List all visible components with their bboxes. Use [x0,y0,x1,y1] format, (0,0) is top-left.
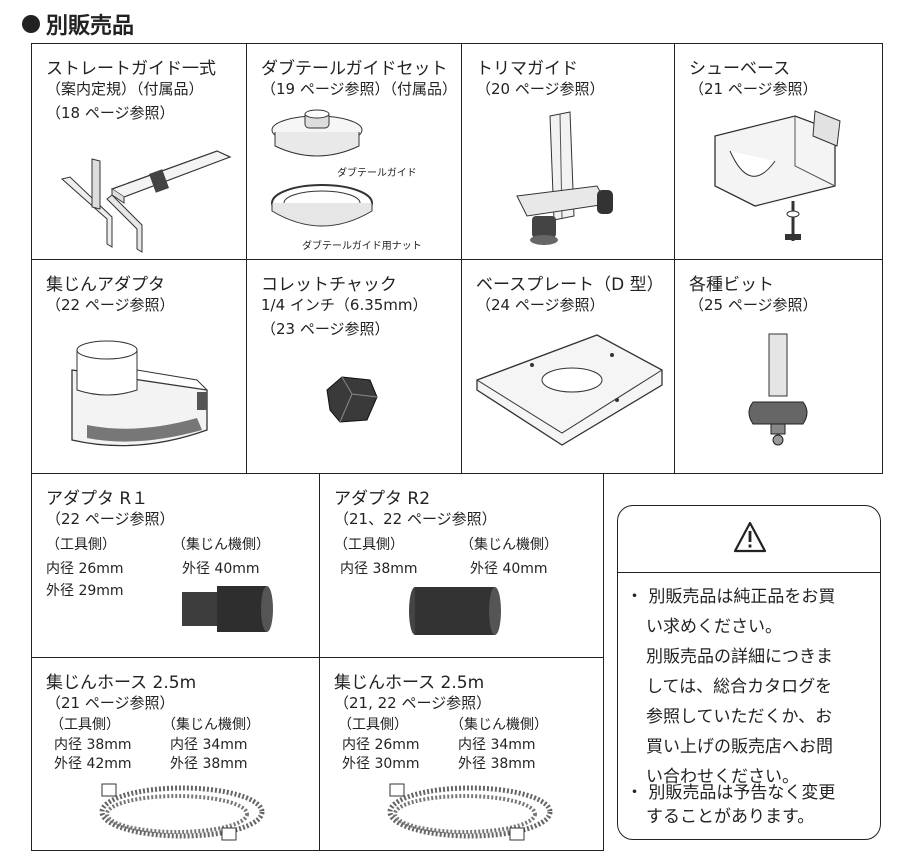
item-adapter-r1: アダプタ R１ （22 ページ参照） （工具側） （集じん機側） 内径 26mm… [31,473,320,658]
item-size: 1/4 インチ（6.35mm） [261,296,428,314]
item-subtitle: （22 ページ参照） [46,296,175,314]
item-bits: 各種ビット （25 ページ参照） [674,259,883,474]
dovetail-nut-illustration [271,184,373,227]
dust-side-heading: （集じん機側） [172,537,270,553]
tool-outer-diameter: 外径 29mm [46,583,124,599]
tool-outer-diameter: 外径 42mm [54,756,132,772]
router-bit-illustration [748,333,808,446]
item-subtitle: （24 ページ参照） [476,296,605,314]
base-plate-illustration [476,334,663,446]
dust-side-heading: （集じん機側） [162,717,260,733]
caution-header [618,506,880,573]
tool-inner-diameter: 内径 26mm [342,737,420,753]
item-page-ref: （21, 22 ページ参照） [334,694,492,712]
item-dust-hose-1: 集じんホース 2.5m （21 ページ参照） （工具側） （集じん機側） 内径 … [31,657,320,851]
caution-line: ・ 別販売品は純正品をお買 [626,587,836,607]
tool-outer-diameter: 外径 30mm [342,756,420,772]
item-page-ref: （23 ページ参照） [261,320,390,338]
item-adapter-r2: アダプタ R2 （21、22 ページ参照） （工具側） （集じん機側） 内径 3… [319,473,604,658]
item-title: トリマガイド [476,59,578,79]
item-page-ref: （18 ページ参照） [46,104,175,122]
item-title: ベースプレート（D 型） [476,275,664,295]
item-page-ref: （22 ページ参照） [46,510,175,528]
bullet-dot-icon [22,15,40,33]
dust-adapter-illustration [71,340,208,447]
caution-line: することがあります。 [646,807,815,827]
dust-side-heading: （集じん機側） [460,537,558,553]
item-straight-guide: ストレートガイド一式 （案内定規）（付属品） （18 ページ参照） [31,43,247,260]
caution-line: 別販売品の詳細につきま [646,647,833,667]
caution-line: い求めください。 [646,617,782,637]
item-subtitle: （21 ページ参照） [689,80,818,98]
item-title: コレットチャック [261,275,397,295]
tool-side-heading: （工具側） [334,537,404,553]
item-title: 集じんアダプタ [46,275,165,295]
dovetail-guide-label: ダブテールガイド [337,168,417,179]
item-trimmer-guide: トリマガイド （20 ページ参照） [461,43,675,260]
tool-inner-diameter: 内径 26mm [46,561,124,577]
caution-line: しては、総合カタログを [646,677,833,697]
caution-box: ・ 別販売品は純正品をお買 い求めください。 別販売品の詳細につきま しては、総… [617,505,881,840]
item-subtitle: （20 ページ参照） [476,80,605,98]
item-title: ダブテールガイドセット [261,59,448,79]
heading-text: 別販売品 [46,14,135,39]
item-page-ref: （21、22 ページ参照） [334,510,497,528]
tool-inner-diameter: 内径 38mm [54,737,132,753]
item-title: 集じんホース 2.5m [334,673,485,693]
straight-guide-illustration [60,150,232,253]
item-title: 集じんホース 2.5m [46,673,197,693]
dovetail-guide-illustration [271,109,363,157]
item-title: アダプタ R2 [334,489,431,509]
caution-line: 参照していただくか、お [646,707,833,727]
item-collet-chuck: コレットチャック 1/4 インチ（6.35mm） （23 ページ参照） [246,259,462,474]
item-subtitle: （案内定規）（付属品） [46,80,204,98]
dust-side-heading: （集じん機側） [450,717,548,733]
dust-hose-1-illustration [99,783,265,841]
dust-outer-diameter: 外径 38mm [458,756,536,772]
item-base-plate: ベースプレート（D 型） （24 ページ参照） [461,259,675,474]
caution-line: ・ 別販売品は予告なく変更 [626,783,836,803]
dust-outer-diameter: 外径 40mm [182,561,260,577]
collet-chuck-illustration [326,376,378,423]
item-dust-adapter: 集じんアダプタ （22 ページ参照） [31,259,247,474]
item-title: アダプタ R１ [46,489,149,509]
item-shoe-base: シューベース （21 ページ参照） [674,43,883,260]
adapter-r2-illustration [409,587,501,635]
item-dovetail-guide-set: ダブテールガイドセット （19 ページ参照）（付属品） ダブテールガイド ダブテ… [246,43,462,260]
dust-inner-diameter: 内径 34mm [458,737,536,753]
dust-outer-diameter: 外径 38mm [170,756,248,772]
item-title: シューベース [689,59,791,79]
tool-side-heading: （工具側） [50,717,120,733]
item-subtitle: （25 ページ参照） [689,296,818,314]
trimmer-guide-illustration [516,111,613,245]
dovetail-nut-label: ダブテールガイド用ナット [302,241,422,252]
tool-side-heading: （工具側） [46,537,116,553]
item-subtitle: （19 ページ参照）（付属品） [261,80,458,98]
dust-hose-2-illustration [387,783,553,841]
item-title: ストレートガイド一式 [46,59,216,79]
warning-triangle-icon [733,521,767,553]
adapter-r1-illustration [182,586,273,632]
dust-outer-diameter: 外径 40mm [470,561,548,577]
item-page-ref: （21 ページ参照） [46,694,175,712]
page-heading: 別販売品 [22,8,134,40]
item-dust-hose-2: 集じんホース 2.5m （21, 22 ページ参照） （工具側） （集じん機側）… [319,657,604,851]
caution-line: い合わせください。 [646,767,799,787]
tool-inner-diameter: 内径 38mm [340,561,418,577]
tool-side-heading: （工具側） [338,717,408,733]
item-title: 各種ビット [689,275,774,295]
caution-line: 買い上げの販売店へお問 [646,737,833,757]
dust-inner-diameter: 内径 34mm [170,737,248,753]
shoe-base-illustration [714,110,841,241]
